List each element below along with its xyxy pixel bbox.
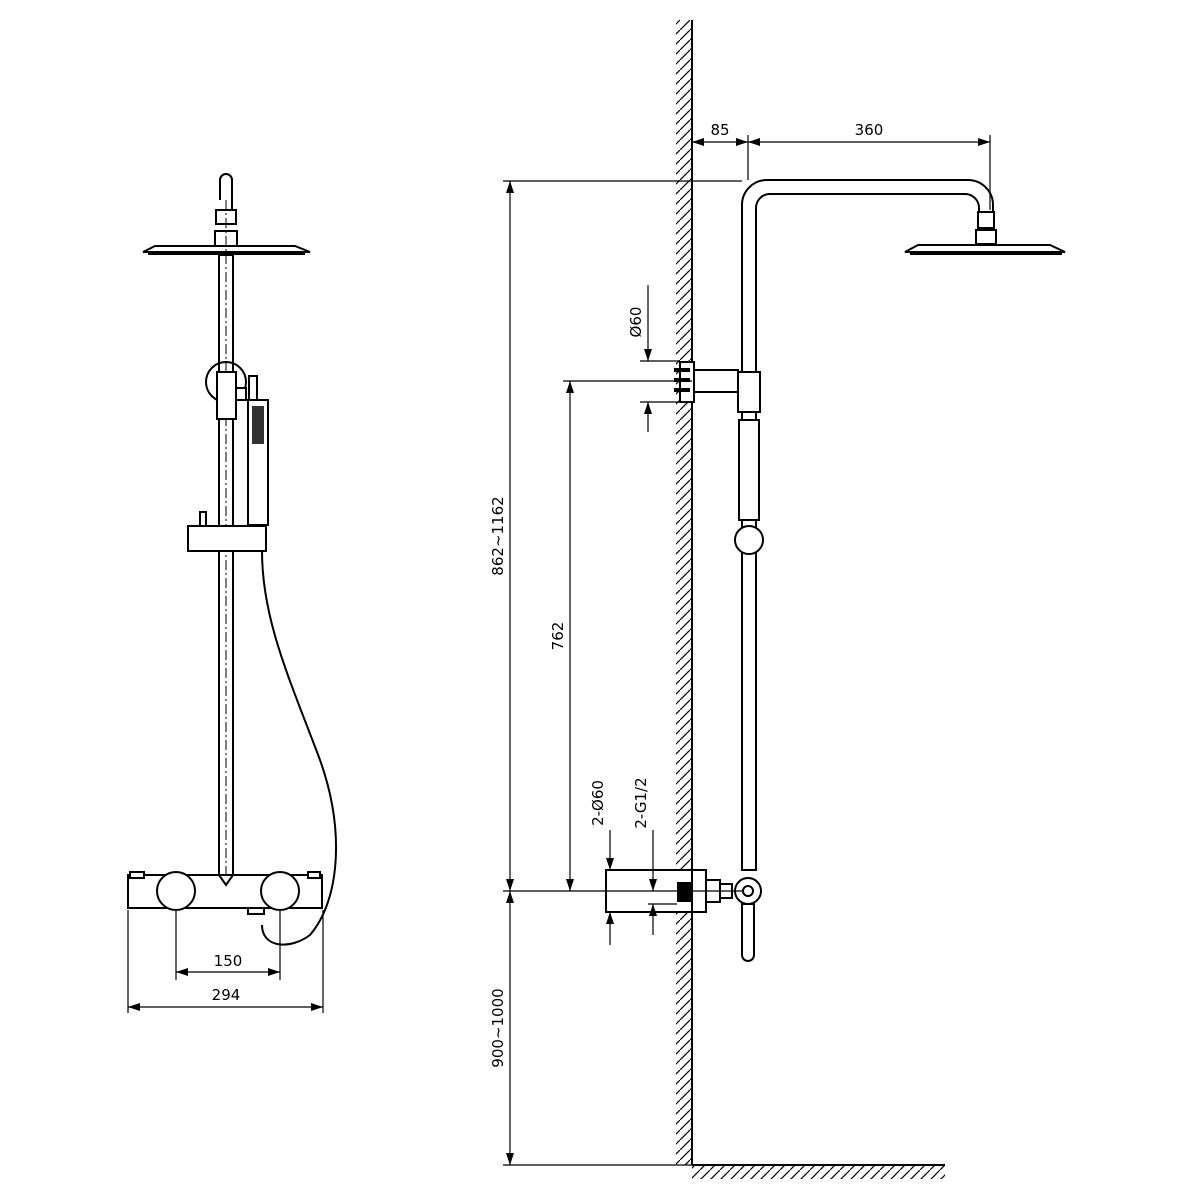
dim-arm-length: 360 (855, 121, 884, 139)
bracket-arm (693, 369, 739, 393)
dim-handle-spacing: 150 (214, 952, 243, 970)
holder-knob-side (734, 525, 764, 555)
rain-shower-head-side (904, 244, 1066, 253)
floor-hatch (692, 1165, 945, 1179)
dim-thread: 2-G1/2 (632, 777, 650, 828)
top-rod-cap (219, 173, 233, 210)
head-connector-side (975, 229, 997, 245)
dim-floor-height: 900~1000 (489, 988, 507, 1067)
diverter-knob (248, 375, 258, 401)
hand-shower-side (738, 419, 760, 521)
flow-knob (260, 871, 300, 911)
hand-shower-nozzles (252, 406, 264, 444)
shower-hose (261, 550, 338, 946)
bottom-pipe-end (741, 903, 755, 962)
side-view: 85 360 862~1162 900~1000 762 Ø60 2-Ø60 2… (489, 121, 1066, 1166)
upper-slider (216, 371, 237, 420)
dim-wall-offset: 85 (710, 121, 729, 139)
bracket-clamp (737, 371, 761, 413)
g12-thread (677, 882, 692, 902)
front-view: 150 294 (127, 173, 338, 1013)
dim-body-width: 294 (212, 986, 241, 1004)
wall-hatch (676, 20, 692, 1165)
dim-total-height: 862~1162 (489, 496, 507, 575)
shower-holder-slider (187, 525, 267, 552)
rain-shower-head (142, 245, 311, 253)
dim-bracket-diameter: Ø60 (627, 307, 645, 338)
dim-flange-diameter: 2-Ø60 (589, 780, 607, 826)
shower-arm-pipe (741, 179, 994, 871)
temperature-knob (156, 871, 196, 911)
dim-bracket-height: 762 (549, 622, 567, 651)
